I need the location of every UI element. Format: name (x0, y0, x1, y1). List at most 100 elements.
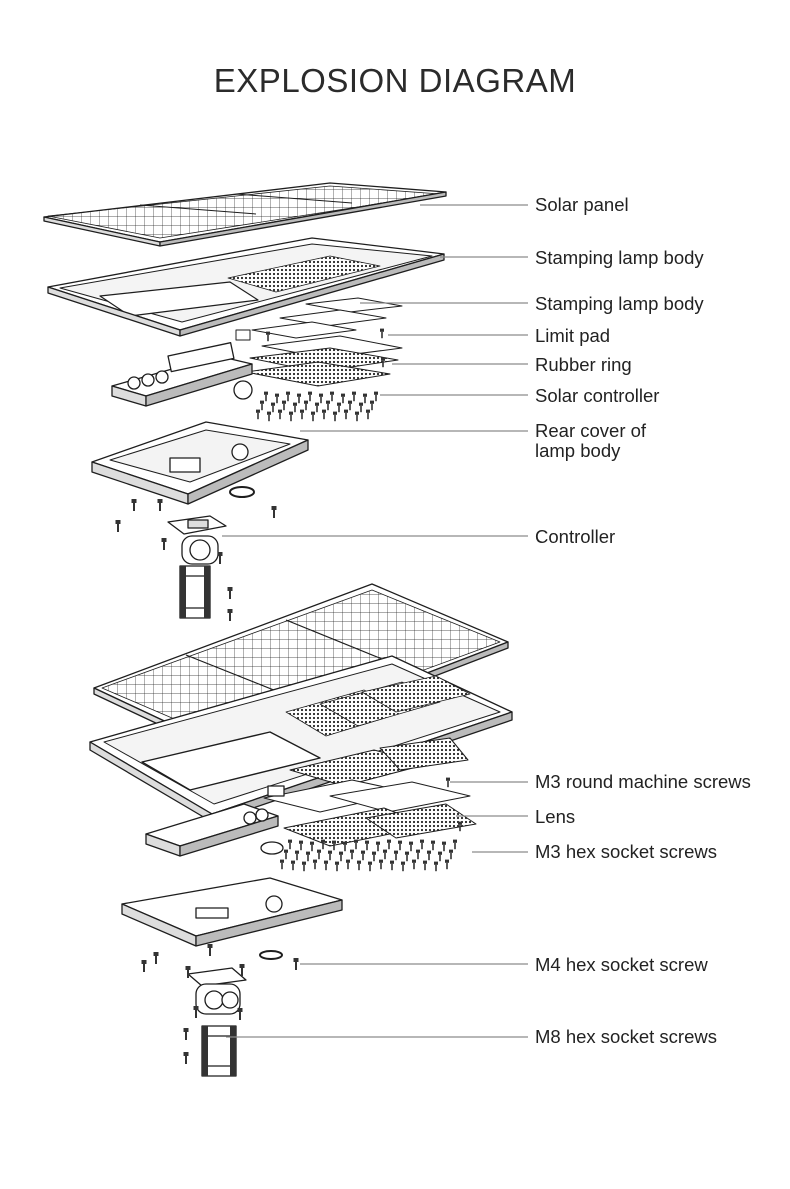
screw (299, 408, 305, 421)
lower-bracket (187, 967, 247, 1077)
screw (320, 838, 326, 851)
label-m4-hex-socket-screw: M4 hex socket screw (535, 954, 708, 975)
screw (288, 410, 294, 423)
solar-controller-part (111, 342, 253, 407)
screw (140, 959, 148, 973)
screw (259, 399, 265, 412)
label-solar-panel: Solar panel (535, 194, 629, 215)
screw (354, 410, 360, 423)
stamping-plates-part (251, 297, 403, 339)
screw (216, 551, 224, 565)
screw (334, 860, 340, 873)
label-solar-controller: Solar controller (535, 385, 660, 406)
diagram-title: EXPLOSION DIAGRAM (213, 62, 577, 99)
screw (329, 390, 335, 403)
screw (255, 408, 261, 421)
screw (411, 858, 417, 871)
screw (327, 849, 333, 862)
lower-rubber-ring (259, 950, 283, 960)
label-controller: Controller (535, 526, 616, 547)
screw (408, 840, 414, 853)
screw (314, 401, 320, 414)
screw (270, 505, 278, 519)
screw (301, 860, 307, 873)
screw (114, 519, 122, 533)
screw (433, 860, 439, 873)
screw (283, 848, 289, 861)
screw (318, 392, 324, 405)
label-rear-cover: Rear cover of lamp body (535, 420, 647, 461)
screw (397, 839, 403, 852)
screw (404, 850, 410, 863)
screw (192, 1005, 200, 1019)
lower-assembly (89, 583, 513, 1077)
screw (452, 838, 458, 851)
screw (206, 943, 214, 957)
screw (292, 401, 298, 414)
screw (321, 408, 327, 421)
screw (349, 848, 355, 861)
screw (152, 951, 160, 965)
screw (323, 859, 329, 872)
stamping-lamp-body-part (47, 237, 445, 337)
label-m8-hex-socket-screws: M8 hex socket screws (535, 1026, 717, 1047)
screw (367, 860, 373, 873)
rear-cover-part (91, 421, 309, 505)
lower-lens-strips (263, 737, 477, 847)
screw (279, 858, 285, 871)
label-limit-pad: Limit pad (535, 325, 611, 346)
screw (285, 390, 291, 403)
screw (156, 498, 164, 512)
label-lens: Lens (535, 806, 576, 827)
screw (309, 840, 315, 853)
lower-rear-cover (121, 877, 343, 947)
screw (419, 838, 425, 851)
screw (400, 860, 406, 873)
screw (422, 859, 428, 872)
screw (130, 498, 138, 512)
screw (382, 848, 388, 861)
screw (441, 840, 447, 853)
screw (430, 839, 436, 852)
screw (389, 859, 395, 872)
screw (290, 859, 296, 872)
label-rubber-ring: Rubber ring (535, 354, 632, 375)
screw (277, 408, 283, 421)
screw (342, 840, 348, 853)
screw (371, 850, 377, 863)
screw (362, 392, 368, 405)
screw (415, 848, 421, 861)
screw (444, 858, 450, 871)
screw (238, 963, 246, 977)
rubber-ring-small (229, 486, 255, 498)
screw (274, 392, 280, 405)
screw (236, 1007, 244, 1021)
upper-assembly (43, 182, 447, 619)
screw (393, 849, 399, 862)
screw (365, 408, 371, 421)
screw (437, 850, 443, 863)
screw (265, 330, 271, 343)
screw (373, 390, 379, 403)
label-stamping-lamp-body-2: Stamping lamp body (535, 293, 704, 314)
controller-bracket-part (167, 515, 227, 619)
screw (307, 390, 313, 403)
screw (160, 537, 168, 551)
screw (360, 849, 366, 862)
screw (281, 399, 287, 412)
screw (375, 840, 381, 853)
screw (296, 392, 302, 405)
screw (378, 858, 384, 871)
screw (292, 957, 300, 971)
screw (226, 608, 234, 622)
screw (316, 848, 322, 861)
screw (182, 1051, 190, 1065)
screw (305, 850, 311, 863)
screw (287, 838, 293, 851)
screw (294, 849, 300, 862)
screw (358, 401, 364, 414)
screw (379, 327, 385, 340)
screw (351, 390, 357, 403)
